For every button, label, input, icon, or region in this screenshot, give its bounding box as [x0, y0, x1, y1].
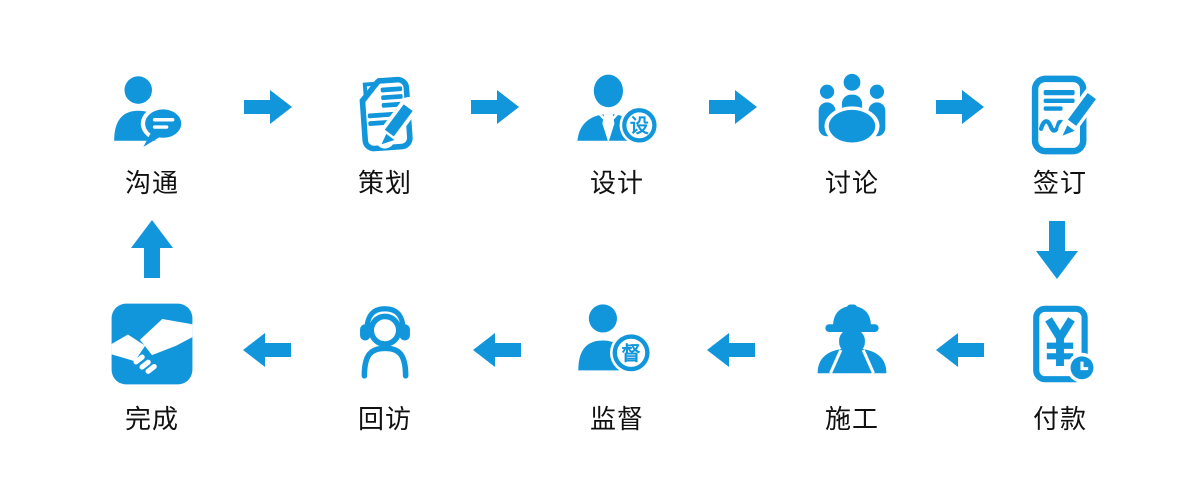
signing-icon: [1031, 75, 1102, 155]
step-label: 监督: [589, 404, 644, 434]
arrow-right-icon: [709, 90, 757, 124]
arrow-left-icon: [473, 333, 521, 367]
design-icon: 设: [577, 74, 660, 146]
discussion-icon: [816, 72, 888, 146]
planning-icon: [354, 75, 419, 152]
step-construction: 施工: [782, 300, 922, 434]
step-design: 设 设计: [547, 72, 687, 198]
construction-icon: [817, 304, 887, 374]
payment-icon: [1033, 305, 1097, 383]
step-label: 完成: [124, 404, 179, 434]
step-planning: 策划: [315, 72, 455, 198]
supervision-icon: 督: [578, 304, 653, 374]
supervision-badge-text: 督: [621, 342, 641, 365]
step-supervision: 督 监督: [547, 300, 687, 434]
step-completion: 完成: [82, 300, 222, 434]
arrow-left-icon: [936, 333, 984, 367]
design-badge-text: 设: [630, 115, 649, 137]
arrow-left-icon: [243, 333, 291, 367]
step-label: 回访: [357, 404, 412, 434]
follow-up-icon: [360, 306, 410, 379]
arrow-right-icon: [244, 90, 292, 124]
arrow-right-icon: [936, 90, 984, 124]
arrow-right-icon: [471, 90, 519, 124]
completion-icon: [111, 303, 193, 385]
step-label: 策划: [357, 168, 412, 198]
arrow-down-icon: [1036, 221, 1078, 279]
step-communication: 沟通: [82, 72, 222, 198]
communication-icon: [114, 76, 186, 147]
step-label: 沟通: [124, 168, 179, 198]
step-signing: 签订: [990, 72, 1130, 198]
step-discussion: 讨论: [782, 72, 922, 198]
arrow-left-icon: [707, 333, 755, 367]
step-label: 讨论: [824, 168, 879, 198]
step-label: 签订: [1032, 168, 1087, 198]
step-label: 施工: [824, 404, 879, 434]
arrow-up-icon: [131, 220, 173, 278]
step-label: 设计: [589, 168, 644, 198]
step-label: 付款: [1032, 404, 1087, 434]
step-payment: 付款: [990, 300, 1130, 434]
step-follow-up: 回访: [315, 300, 455, 434]
